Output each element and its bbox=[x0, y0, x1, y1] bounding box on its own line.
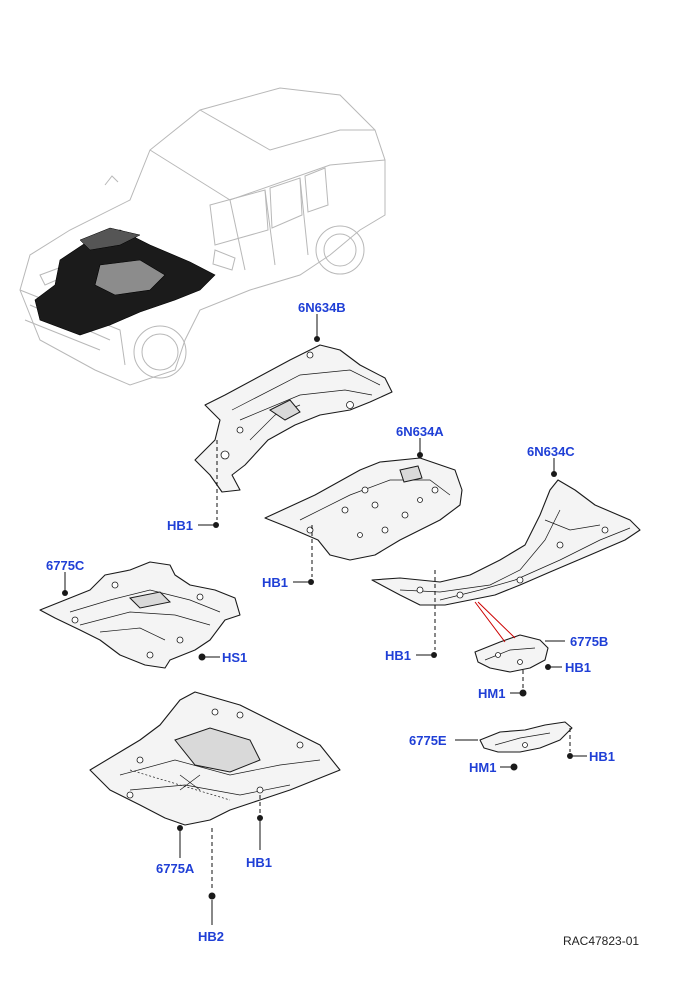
callout-hb1-6N634A[interactable]: HB1 bbox=[262, 575, 289, 590]
callout-hs1[interactable]: HS1 bbox=[222, 650, 248, 665]
callout-hb1-6775A[interactable]: HB1 bbox=[246, 855, 273, 870]
highlight-lines bbox=[474, 601, 516, 643]
bracket-6775E[interactable] bbox=[479, 721, 573, 753]
callout-6775E[interactable]: 6775E bbox=[409, 733, 447, 748]
leader-lines bbox=[64, 314, 587, 925]
callout-6775C[interactable]: 6775C bbox=[46, 558, 85, 573]
callout-6N634B[interactable]: 6N634B bbox=[298, 300, 346, 315]
callout-hm1-6775E[interactable]: HM1 bbox=[469, 760, 497, 775]
vehicle-outline bbox=[19, 87, 386, 386]
bracket-6775B[interactable] bbox=[474, 634, 549, 673]
callout-hb1-6N634B[interactable]: HB1 bbox=[167, 518, 194, 533]
callout-6775A[interactable]: 6775A bbox=[156, 861, 195, 876]
shield-6775A[interactable] bbox=[89, 691, 341, 831]
panel-6N634A[interactable] bbox=[264, 452, 463, 561]
callout-hb2[interactable]: HB2 bbox=[198, 929, 225, 944]
callout-6N634C[interactable]: 6N634C bbox=[527, 444, 575, 459]
callout-hb1-6775E[interactable]: HB1 bbox=[589, 749, 616, 764]
fasteners bbox=[198, 522, 573, 900]
callout-hm1-6775B[interactable]: HM1 bbox=[478, 686, 506, 701]
panel-6N634B[interactable] bbox=[194, 336, 393, 493]
callout-6775B[interactable]: 6775B bbox=[570, 634, 609, 649]
callout-hb1-6775B[interactable]: HB1 bbox=[565, 660, 592, 675]
callout-6N634A[interactable]: 6N634A bbox=[396, 424, 444, 439]
panel-6N634C[interactable] bbox=[371, 471, 641, 606]
diagram-reference: RAC47823-01 bbox=[563, 934, 640, 948]
shield-6775C[interactable] bbox=[39, 561, 241, 669]
callout-hb1-6N634C[interactable]: HB1 bbox=[385, 648, 412, 663]
